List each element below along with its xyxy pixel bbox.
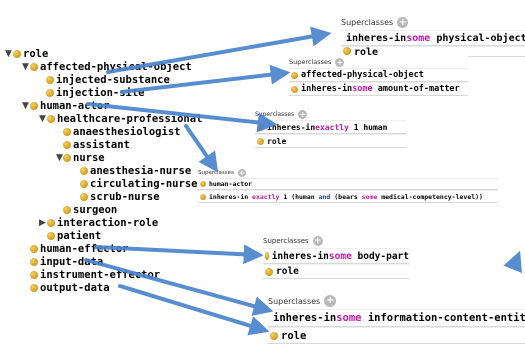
expand-triangle-icon[interactable]: ▼ — [22, 101, 29, 111]
class-icon — [47, 219, 55, 227]
class-icon — [63, 141, 71, 149]
class-icon — [30, 258, 38, 266]
superclass-row[interactable]: inheres-in some body-part — [263, 248, 409, 264]
arrow-human-actor-to-panel — [86, 102, 278, 133]
class-icon — [46, 89, 54, 97]
class-icon — [47, 232, 55, 240]
superclass-row[interactable]: inheres-in some information-content-enti… — [268, 309, 525, 327]
tree-node-surgeon[interactable]: surgeon — [63, 204, 117, 216]
arrow-output-data-to-panel — [118, 284, 270, 336]
arrow-affected-physical-object-to-panel — [106, 26, 332, 74]
expand-triangle-icon[interactable]: ▼ — [5, 49, 12, 59]
superclasses-header: Superclasses + — [268, 295, 337, 307]
tree-node-injected-substance[interactable]: injected-substance — [46, 74, 170, 86]
superclasses-panel-healthcare-professional: Superclasses + human-actor inheres-in ex… — [198, 167, 498, 203]
tree-node-nurse[interactable]: nurse — [63, 152, 105, 164]
class-icon — [46, 76, 54, 84]
class-icon — [63, 128, 71, 136]
add-superclass-icon[interactable]: + — [397, 16, 409, 28]
tree-node-patient[interactable]: patient — [47, 230, 101, 242]
tree-node-interaction-role[interactable]: interaction-role — [47, 217, 158, 229]
add-superclass-icon[interactable]: + — [335, 57, 345, 67]
tree-node-healthcare-professional[interactable]: healthcare-professional — [47, 113, 202, 125]
arrow-fragment — [503, 250, 522, 274]
arrow-injection-site-to-panel — [120, 64, 291, 94]
class-icon — [63, 154, 71, 162]
superclasses-panel-injection-site: Superclasses + affected-physical-object … — [289, 56, 468, 96]
superclass-row[interactable]: inheres-in exactly 1 (human and (bears s… — [198, 190, 498, 203]
tree-node-anesthesia-nurse[interactable]: anesthesia-nurse — [80, 165, 191, 177]
expand-triangle-icon[interactable]: ▼ — [39, 114, 46, 124]
expand-triangle-icon[interactable]: ▼ — [22, 62, 29, 72]
superclasses-panel-human-effector: Superclasses + inheres-in some body-part… — [263, 234, 409, 279]
tree-node-assistant[interactable]: assistant — [63, 139, 130, 151]
superclasses-header: Superclasses + — [341, 16, 409, 28]
class-icon — [200, 181, 206, 187]
superclass-row[interactable]: inheres-in some physical-object — [341, 30, 525, 46]
superclasses-panel-affected-physical-object: Superclasses + inheres-in some physical-… — [341, 14, 525, 57]
superclasses-header: Superclasses + — [263, 236, 323, 246]
superclasses-header: Superclasses + — [289, 57, 345, 67]
tree-node-output-data[interactable]: output-data — [30, 282, 110, 294]
class-icon — [80, 193, 88, 201]
class-icon — [80, 167, 88, 175]
class-icon — [265, 267, 273, 276]
class-icon — [47, 115, 55, 123]
superclass-row[interactable]: role — [255, 134, 407, 148]
class-icon — [13, 50, 21, 58]
class-icon — [63, 206, 71, 214]
superclass-row[interactable]: affected-physical-object — [289, 68, 468, 82]
superclass-row[interactable]: inheres-in some amount-of-matter — [289, 82, 468, 96]
tree-node-circulating-nurse[interactable]: circulating-nurse — [80, 178, 197, 190]
class-icon — [200, 193, 206, 200]
superclass-row[interactable]: role — [263, 264, 409, 279]
tree-node-anaesthesiologist[interactable]: anaesthesiologist — [63, 126, 180, 138]
superclasses-panel-output-data: Superclasses + inheres-in some informati… — [268, 293, 525, 344]
class-icon — [291, 71, 298, 79]
class-icon — [30, 102, 38, 110]
superclasses-panel-human-actor: Superclasses + inheres-in exactly 1 huma… — [255, 108, 407, 148]
collapsed-triangle-icon[interactable]: ▶ — [39, 218, 46, 228]
class-icon — [257, 137, 264, 145]
expand-triangle-icon[interactable]: ▼ — [56, 153, 63, 163]
superclass-row[interactable]: human-actor — [198, 178, 498, 190]
add-superclass-icon[interactable]: + — [324, 295, 337, 307]
arrow-healthcare-professional-to-panel — [184, 124, 219, 173]
add-superclass-icon[interactable]: + — [312, 236, 323, 246]
class-icon — [80, 180, 88, 188]
class-icon — [30, 271, 38, 279]
add-superclass-icon[interactable]: + — [298, 109, 308, 119]
tree-node-scrub-nurse[interactable]: scrub-nurse — [80, 191, 160, 203]
class-icon — [265, 252, 269, 260]
class-icon — [30, 63, 38, 71]
class-icon — [30, 284, 38, 292]
arrow-human-effector-to-panel — [94, 244, 264, 265]
class-icon — [343, 47, 351, 55]
tree-node-role[interactable]: role — [13, 48, 48, 60]
class-icon — [291, 85, 298, 93]
class-icon — [270, 331, 278, 340]
add-superclass-icon[interactable]: + — [237, 168, 246, 177]
class-icon — [30, 245, 38, 253]
arrow-input-data-to-panel — [84, 258, 274, 316]
